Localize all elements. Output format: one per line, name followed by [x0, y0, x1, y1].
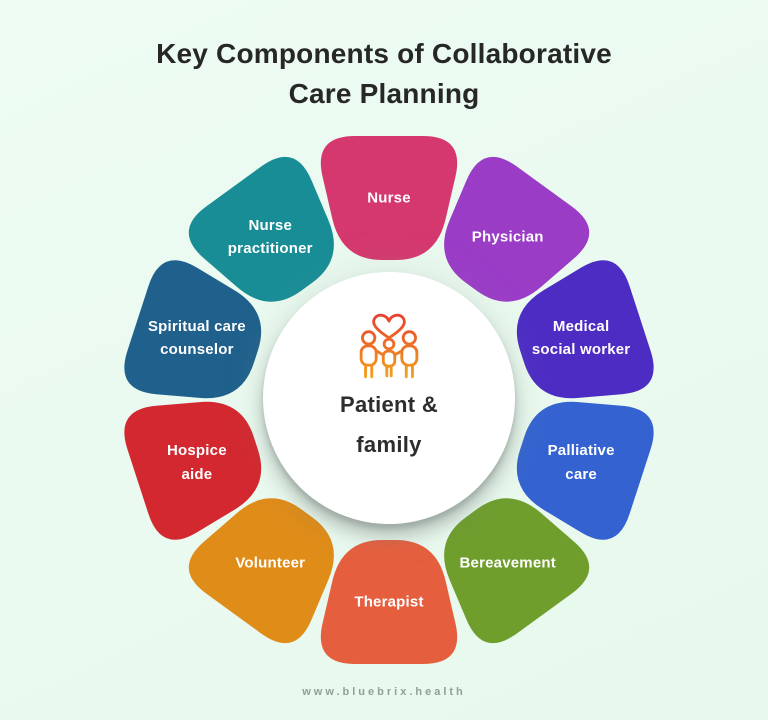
center-circle: Patient & family: [263, 272, 515, 524]
adult-left-head: [361, 330, 377, 346]
adult-right-body: [400, 344, 419, 367]
segment-shape-therapist: [320, 540, 458, 664]
child-body: [381, 349, 397, 368]
heart-outline: [372, 313, 406, 340]
center-label-line1: Patient &: [339, 392, 439, 417]
center-label: Patient & family: [340, 385, 438, 465]
adult-left-body: [359, 344, 378, 367]
segment-shape-nurse: [320, 136, 458, 260]
page-title-line1: Key Components of Collaborative: [156, 38, 612, 69]
child-head: [382, 337, 396, 351]
adult-right-head: [401, 330, 417, 346]
page-title-line2: Care Planning: [288, 77, 480, 109]
footer-url: www.bluebrix.health: [302, 686, 466, 698]
family-heart-icon: [359, 313, 419, 379]
arm-left: [375, 349, 385, 357]
center-label-line2: family: [356, 432, 422, 458]
page-title: Key Components of Collaborative Care Pla…: [0, 34, 768, 114]
arm-right: [393, 349, 403, 357]
